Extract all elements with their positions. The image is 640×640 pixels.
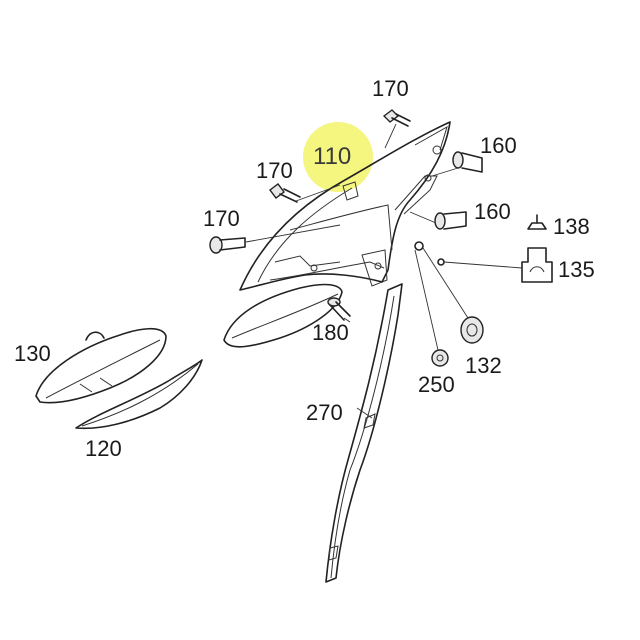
- label-160-top[interactable]: 160: [480, 133, 517, 158]
- screw-170-top[interactable]: [382, 109, 411, 127]
- label-170-left[interactable]: 170: [203, 206, 240, 231]
- label-110[interactable]: 110: [313, 143, 351, 170]
- grommet-132[interactable]: [460, 316, 484, 344]
- label-180[interactable]: 180: [312, 320, 349, 345]
- label-170-mid[interactable]: 170: [256, 158, 293, 183]
- label-138[interactable]: 138: [553, 214, 590, 239]
- washer-250[interactable]: [431, 349, 449, 367]
- screw-170-mid[interactable]: [269, 183, 301, 203]
- label-135[interactable]: 135: [558, 257, 595, 282]
- label-250[interactable]: 250: [418, 372, 455, 397]
- part-110-housing[interactable]: [239, 121, 451, 291]
- symbol-135: [521, 247, 553, 283]
- part-270-trim[interactable]: [325, 283, 403, 583]
- pin-160-mid[interactable]: [434, 211, 467, 230]
- label-132[interactable]: 132: [465, 353, 502, 378]
- screw-180[interactable]: [327, 297, 351, 321]
- screw-170-left[interactable]: [209, 236, 246, 254]
- pin-160-top[interactable]: [452, 151, 483, 173]
- label-170-top[interactable]: 170: [372, 76, 409, 101]
- label-270[interactable]: 270: [306, 400, 343, 425]
- label-130[interactable]: 130: [14, 341, 51, 366]
- part-130-lamp[interactable]: [35, 327, 167, 404]
- label-160-mid[interactable]: 160: [474, 199, 511, 224]
- leader-lines: [245, 123, 523, 419]
- part-120-strip[interactable]: [75, 359, 203, 430]
- label-120[interactable]: 120: [85, 436, 122, 461]
- symbol-138: [527, 214, 547, 230]
- connector-small: [414, 241, 445, 266]
- part-lens-right[interactable]: [223, 283, 343, 348]
